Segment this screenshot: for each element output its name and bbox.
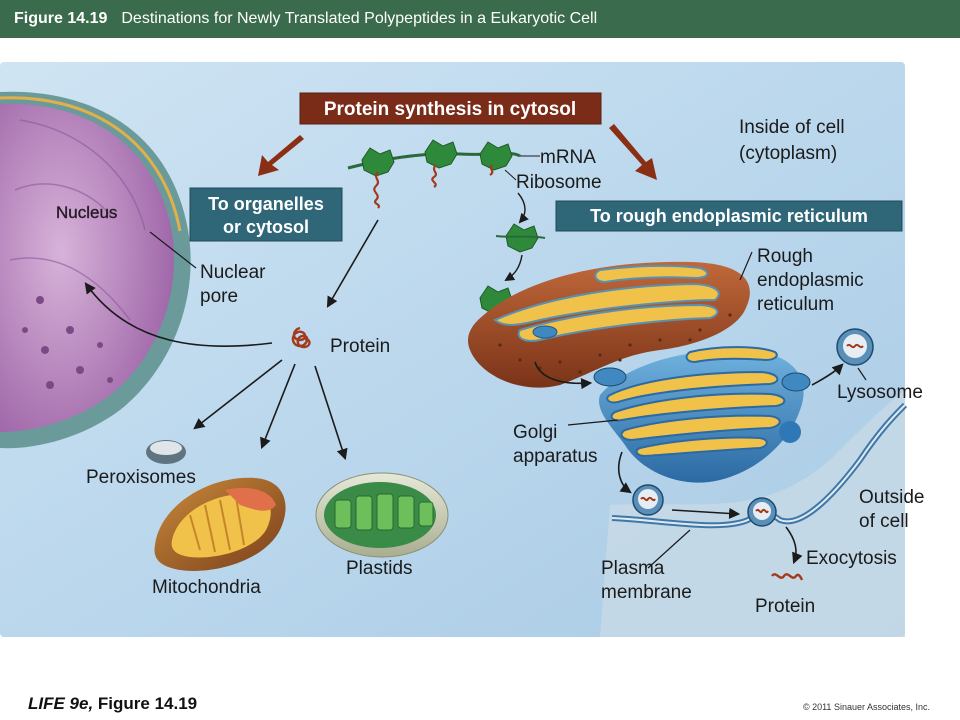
exocytosis-label: Exocytosis (806, 548, 897, 569)
plastids-label: Plastids (346, 558, 413, 579)
arrow-to-plastids (314, 365, 348, 461)
arrow-to-lysosome (811, 363, 844, 386)
golgi-label-line2: apparatus (513, 446, 598, 467)
arrow-to-nucleus (84, 282, 273, 347)
ribosome-leader (504, 169, 517, 181)
arrow-to-organelles (258, 135, 304, 176)
rough-er-structure (467, 261, 750, 388)
footer-figure: Figure 14.19 (97, 694, 198, 713)
figure-title-bar: Figure 14.19 Destinations for Newly Trans… (0, 0, 960, 38)
mrna-label: mRNA (540, 147, 596, 168)
protein-icon (291, 326, 311, 349)
arrow-ribosome-step2 (504, 254, 523, 282)
inside-cell-label-line2: (cytoplasm) (739, 143, 837, 164)
organelles-box-line1: To organelles (208, 194, 324, 214)
mitochondria-label: Mitochondria (152, 577, 261, 598)
figure-title: Destinations for Newly Translated Polype… (121, 10, 598, 27)
footer-book: LIFE 9e, (28, 694, 94, 713)
secretory-vesicle-icon (632, 484, 664, 516)
arrow-er-to-golgi (534, 361, 593, 390)
arrow-ribosome-step1 (517, 192, 529, 224)
rough-er-label-line1: Rough (757, 246, 813, 267)
ribosome-icon (495, 223, 546, 253)
lysosome-label: Lysosome (837, 382, 923, 403)
plasma-membrane-inner (611, 404, 906, 527)
exocytosis-vesicle-icon (747, 497, 777, 527)
organelles-box-line2: or cytosol (223, 217, 309, 237)
mitochondrion-icon (154, 477, 286, 571)
nucleus (0, 91, 191, 449)
nucleus-label: Nucleus (56, 203, 117, 222)
nuclear-pore-leader (149, 231, 197, 269)
arrow-golgi-to-vesicle (618, 451, 632, 494)
rough-er-label-line2: endoplasmic (757, 270, 864, 291)
golgi-apparatus (593, 346, 811, 483)
arrow-to-peroxisomes (193, 359, 283, 430)
peroxisome-icon (146, 440, 186, 464)
arrow-to-mitochondria (260, 363, 296, 450)
ribosome-label: Ribosome (516, 172, 602, 193)
figure-number: Figure 14.19 (14, 10, 108, 27)
plasma-membrane-label-line1: Plasma (601, 558, 665, 579)
nuclear-pore-label-line2: pore (200, 286, 238, 307)
inside-cell-label-line1: Inside of cell (739, 117, 845, 138)
protein-center-label: Protein (330, 336, 390, 357)
exocytosis-protein-label: Protein (755, 596, 815, 617)
rough-er-box: To rough endoplasmic reticulum (555, 200, 903, 232)
secreted-protein-icon (771, 573, 804, 581)
nascent-polypeptides (373, 164, 494, 209)
nuclear-pore-label-line1: Nuclear (200, 262, 266, 283)
plasma-membrane-label-line2: membrane (601, 582, 692, 603)
peroxisomes-label: Peroxisomes (86, 467, 196, 488)
synthesis-box: Protein synthesis in cytosol (299, 92, 602, 125)
arrow-vesicle-to-membrane (671, 507, 741, 520)
arrow-to-rough-er (609, 124, 657, 180)
plastid-icon (315, 472, 449, 558)
outside-cell-label-line2: of cell (859, 511, 909, 532)
arrow-exocytosis (785, 526, 803, 565)
rough-er-label-line3: reticulum (757, 294, 834, 315)
organelles-box: To organelles or cytosol (189, 187, 343, 242)
rough-er-leader (739, 251, 753, 281)
synthesis-box-text: Protein synthesis in cytosol (324, 99, 576, 120)
golgi-leader (567, 419, 619, 426)
lysosome-icon (836, 328, 874, 366)
rough-er-box-text: To rough endoplasmic reticulum (590, 206, 868, 226)
golgi-label-line1: Golgi (513, 422, 557, 443)
arrow-to-protein (326, 219, 379, 308)
plasma-membrane-leader (647, 529, 691, 569)
footer-copyright: © 2011 Sinauer Associates, Inc. (802, 702, 930, 712)
lysosome-leader (857, 367, 867, 381)
outside-cell-label-line1: Outside (859, 487, 924, 508)
ribosome-icon (361, 139, 513, 177)
footer-citation: LIFE 9e, Figure 14.19 (28, 694, 197, 714)
